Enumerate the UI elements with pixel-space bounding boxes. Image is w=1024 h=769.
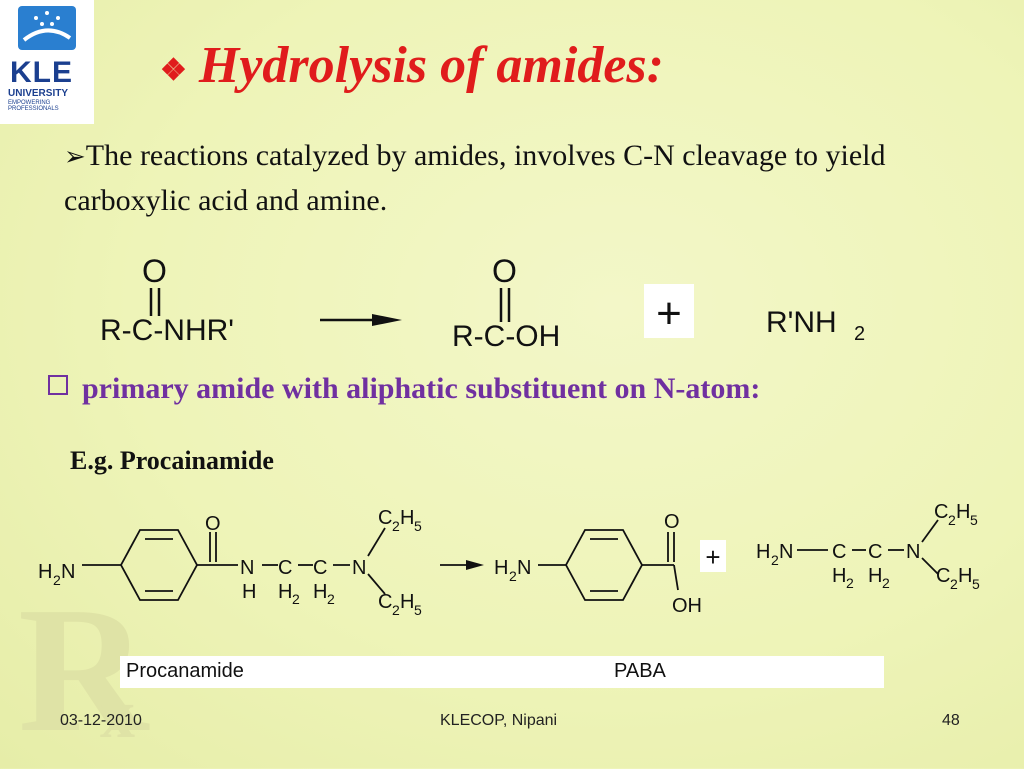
svg-text:2: 2 [292,591,300,607]
svg-text:N: N [779,541,793,563]
svg-text:C: C [378,507,392,529]
svg-text:N: N [517,557,531,579]
benzene-ring [119,529,199,601]
footer-date: 03-12-2010 [60,712,142,729]
svg-text:H: H [242,581,256,603]
reaction-arrow-icon [466,560,484,570]
product-oxygen: O [492,253,517,289]
amine-subscript: 2 [854,323,865,345]
svg-text:2: 2 [948,512,956,528]
svg-text:2: 2 [53,572,61,588]
svg-text:H: H [756,541,770,563]
subheading: primary amide with aliphatic substituent… [48,372,760,406]
logo-tagline: EMPOWERING PROFESSIONALS [8,100,59,112]
svg-text:H: H [38,561,52,583]
svg-text:H: H [868,565,882,587]
svg-text:2: 2 [771,552,779,568]
svg-text:H: H [400,591,414,613]
svg-text:5: 5 [414,602,422,618]
svg-text:2: 2 [846,575,854,591]
paba-hydroxyl: OH [672,595,702,617]
svg-text:2: 2 [392,518,400,534]
amine-formula: R'NH [766,306,837,339]
example-label: E.g. Procainamide [70,446,274,475]
arrow-bullet-icon: ➢ [64,142,86,171]
plus-sign: + [656,289,682,338]
logo-emblem-icon [18,6,76,50]
svg-text:H: H [956,501,970,523]
svg-text:C: C [936,565,950,587]
footer-page-number: 48 [942,712,960,729]
square-bullet-icon [48,375,68,395]
diamond-bullet-icon: ❖ [160,53,187,87]
svg-text:H: H [958,565,972,587]
svg-text:N: N [352,557,366,579]
rx-watermark-sub: x [100,676,135,753]
svg-text:C: C [278,557,292,579]
slide-title: ❖ Hydrolysis of amides: [160,36,664,95]
general-reaction-diagram: O R-C-NHR' O R-C-OH + R'NH 2 [100,253,865,353]
logo-name: KLE [10,56,73,89]
svg-text:N: N [61,561,75,583]
svg-text:5: 5 [970,512,978,528]
svg-text:2: 2 [327,591,335,607]
paragraph-text: The reactions catalyzed by amides, invol… [64,139,886,217]
compound-label-bar: Procanamide PABA [120,656,884,688]
svg-text:C: C [832,541,846,563]
svg-text:2: 2 [950,576,958,592]
footer-center: KLECOP, Nipani [440,712,558,729]
svg-text:O: O [205,513,221,535]
svg-text:H: H [313,581,327,603]
svg-text:N: N [906,541,920,563]
body-paragraph: ➢The reactions catalyzed by amides, invo… [64,134,944,223]
svg-text:5: 5 [972,576,980,592]
svg-text:C: C [378,591,392,613]
reactant-oxygen: O [142,253,167,289]
label-paba: PABA [614,660,666,682]
reaction-arrow-icon [372,314,402,326]
svg-text:O: O [664,511,680,533]
svg-text:H: H [494,557,508,579]
product-formula: R-C-OH [452,320,560,353]
label-procanamide: Procanamide [126,660,244,682]
svg-text:H: H [832,565,846,587]
svg-text:C: C [868,541,882,563]
plus-sign: + [705,542,720,572]
reactant-formula: R-C-NHR' [100,314,234,347]
svg-text:N: N [240,557,254,579]
svg-text:C: C [313,557,327,579]
svg-text:2: 2 [509,568,517,584]
title-text: Hydrolysis of amides: [198,37,664,94]
svg-text:H: H [400,507,414,529]
svg-text:5: 5 [414,518,422,534]
logo-university: UNIVERSITY [8,88,69,99]
svg-text:C: C [934,501,948,523]
kle-logo: KLE UNIVERSITY EMPOWERING PROFESSIONALS [0,0,94,124]
svg-text:2: 2 [392,602,400,618]
subheading-text: primary amide with aliphatic substituent… [82,372,761,405]
svg-text:H: H [278,581,292,603]
svg-text:2: 2 [882,575,890,591]
